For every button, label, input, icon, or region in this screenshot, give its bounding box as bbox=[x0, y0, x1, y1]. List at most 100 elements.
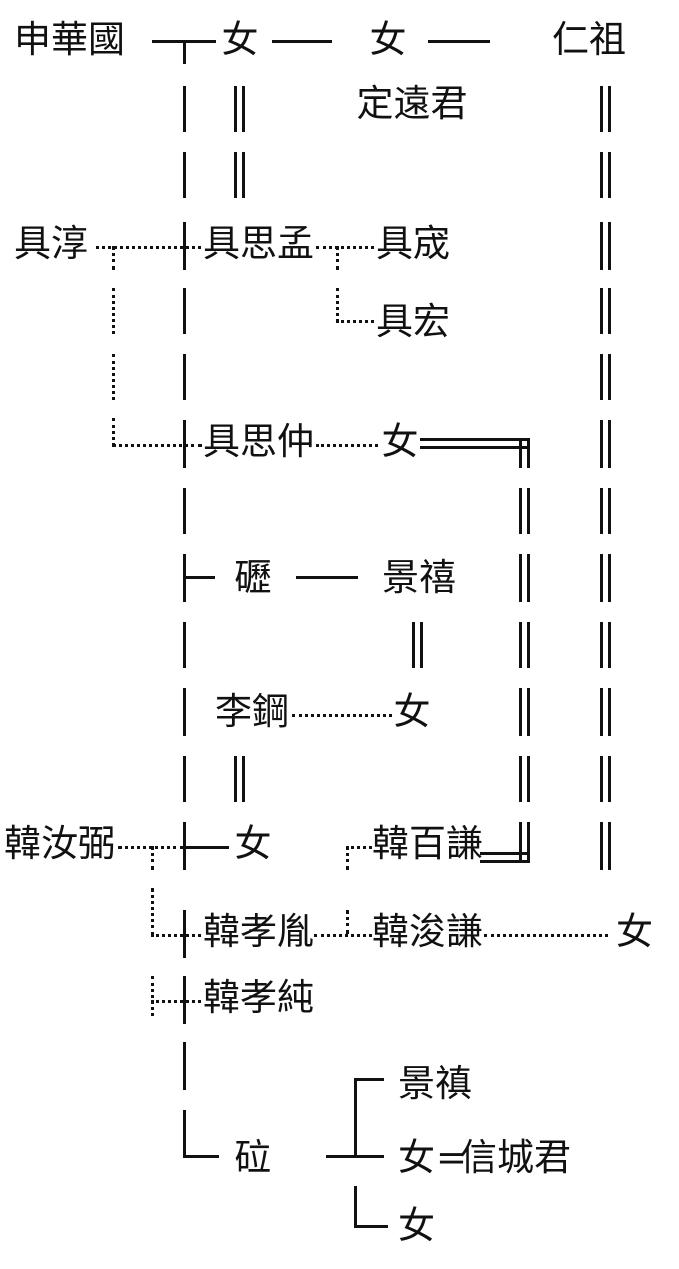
branch-gusamaeng-r4 bbox=[336, 288, 339, 322]
junction-vertical-han-r10 bbox=[183, 976, 186, 1024]
person-han-yeopil: 韓汝弼 bbox=[4, 822, 115, 865]
rail-gusajung-r7 bbox=[183, 688, 186, 736]
marriage-rail-injo-r5 bbox=[600, 420, 611, 468]
person-daughter-6: 女 bbox=[616, 910, 653, 953]
marriage-rail-daughter1-r2 bbox=[234, 86, 245, 132]
marriage-link-hanbaekgyeom-horizontal bbox=[480, 852, 530, 863]
rail-gusajung-r5b bbox=[183, 488, 186, 534]
junction-vertical-rip-children bbox=[354, 1078, 357, 1156]
branch-gusun-to-gusajung bbox=[112, 418, 115, 446]
marriage-equals-sign: = bbox=[436, 1136, 468, 1179]
rail-gusajung-r7b bbox=[183, 756, 186, 802]
link-igang-to-daughter4 bbox=[292, 714, 392, 717]
link-to-hanhyosun bbox=[151, 1000, 201, 1003]
branch-down-gusamaeng bbox=[336, 246, 339, 270]
link-daughter1-to-daughter2 bbox=[272, 40, 332, 43]
marriage-rail-injo-r7 bbox=[600, 688, 611, 736]
marriage-rail-daughter1-r2b bbox=[234, 152, 245, 198]
marriage-link-hanbaekgyeom-corner bbox=[519, 822, 530, 860]
person-daughter-2: 女 bbox=[369, 18, 407, 61]
marriage-rail-injo-r2 bbox=[600, 86, 611, 132]
junction-vertical-gu-r5 bbox=[183, 420, 186, 468]
link-to-daughter8 bbox=[354, 1225, 388, 1228]
link-to-hanbaekgyeom bbox=[346, 846, 372, 849]
person-shin-hwaguk: 申華國 bbox=[14, 18, 125, 61]
marriage-rail-injo-r5b bbox=[600, 488, 611, 534]
person-gyeonghui: 景禧 bbox=[382, 556, 456, 599]
branch-up-to-hanbaekgyeom bbox=[346, 910, 349, 934]
rail-han-r11 bbox=[183, 1042, 186, 1090]
link-hanhyoyun-to-hanjungyeom bbox=[314, 934, 372, 937]
link-to-hanhyoyun bbox=[151, 934, 201, 937]
marriage-rail-daughter4-r7b bbox=[234, 756, 245, 802]
person-gu-hong: 具宏 bbox=[376, 300, 450, 343]
link-gusun-to-gusajung-h bbox=[112, 444, 202, 447]
marriage-rail-daughter3-r6b bbox=[519, 622, 530, 668]
rail-gusajung-r6b bbox=[183, 622, 186, 668]
link-daughter2-to-injo bbox=[428, 40, 490, 43]
rail-hanyeopil-r10 bbox=[151, 976, 154, 1016]
marriage-rail-daughter3-r7 bbox=[519, 688, 530, 736]
person-jeongwongun: 定遠君 bbox=[356, 82, 468, 125]
branch-down-to-rip bbox=[183, 1110, 186, 1158]
branch-down-from-hanyeopil bbox=[151, 846, 154, 870]
marriage-link-daughter3-corner bbox=[519, 438, 530, 468]
marriage-rail-injo-r7b bbox=[600, 756, 611, 802]
person-injo: 仁祖 bbox=[552, 18, 626, 61]
marriage-rail-gyeonghui-r6b bbox=[412, 622, 423, 668]
rail-gu-junction-r4b bbox=[183, 354, 186, 400]
person-daughter-3: 女 bbox=[381, 420, 419, 463]
link-gusun-to-gusamaeng bbox=[96, 246, 201, 249]
person-daughter-5: 女 bbox=[234, 822, 272, 865]
person-ryeok: 礰 bbox=[234, 556, 272, 599]
rail-gusun-r4 bbox=[112, 288, 115, 334]
marriage-rail-daughter3-r6 bbox=[519, 554, 530, 602]
marriage-rail-injo-r3 bbox=[600, 222, 611, 270]
person-han-hyosun: 韓孝純 bbox=[203, 976, 314, 1019]
rail-gusun-r4b bbox=[112, 354, 115, 400]
marriage-rail-injo-r4b bbox=[600, 354, 611, 400]
link-junction-to-daughter5 bbox=[183, 846, 229, 849]
person-gu-samaeng: 具思孟 bbox=[203, 222, 314, 265]
person-daughter-7: 女 bbox=[398, 1136, 435, 1179]
branch-to-gyeongjin bbox=[354, 1078, 384, 1081]
person-han-hyoyun: 韓孝胤 bbox=[203, 910, 314, 953]
junction-vertical-gu-r3 bbox=[183, 222, 186, 270]
person-gu-sajung: 具思仲 bbox=[203, 420, 314, 463]
person-gyeongjin: 景禛 bbox=[398, 1062, 472, 1105]
rail-gu-junction-r4 bbox=[183, 288, 186, 334]
person-sinseonggun: 信城君 bbox=[460, 1136, 571, 1179]
person-daughter-8: 女 bbox=[398, 1204, 435, 1247]
link-gusamaeng-to-children bbox=[316, 246, 374, 249]
link-ryeok-to-gyeonghui bbox=[296, 576, 358, 579]
link-to-guhong bbox=[336, 320, 374, 323]
marriage-rail-injo-r2b bbox=[600, 152, 611, 198]
link-hanjungyeom-to-daughter6 bbox=[484, 934, 608, 937]
person-daughter-4: 女 bbox=[393, 690, 431, 733]
branch-down-to-daughter8 bbox=[354, 1186, 357, 1228]
person-gu-seong: 具宬 bbox=[376, 222, 450, 265]
marriage-rail-injo-r8 bbox=[600, 822, 611, 870]
link-rip-to-children bbox=[326, 1155, 384, 1158]
person-daughter-1: 女 bbox=[221, 18, 259, 61]
marriage-rail-injo-r6b bbox=[600, 622, 611, 668]
rail-gu-line-r2b bbox=[183, 152, 186, 198]
stub-down-from-shinhwaguk bbox=[183, 40, 186, 64]
junction-vertical-han-r9 bbox=[183, 910, 186, 958]
marriage-rail-injo-r4 bbox=[600, 288, 611, 334]
person-han-jungyeom: 韓浚謙 bbox=[372, 910, 483, 953]
branch-down-from-gusun bbox=[112, 246, 115, 270]
branch-to-ryeok bbox=[183, 576, 215, 579]
person-han-baekgyeom: 韓百謙 bbox=[372, 822, 483, 865]
person-rip: 砬 bbox=[234, 1136, 272, 1179]
person-gu-sun: 具淳 bbox=[14, 222, 88, 265]
link-to-rip bbox=[183, 1155, 219, 1158]
rail-gu-line-r2 bbox=[183, 86, 186, 132]
marriage-rail-injo-r6 bbox=[600, 554, 611, 602]
link-gusajung-to-daughter3 bbox=[316, 444, 378, 447]
marriage-link-daughter3-horizontal bbox=[420, 438, 530, 449]
branch-down-to-hanhyoyun bbox=[346, 846, 349, 870]
marriage-rail-hanbaekgyeom-r7b bbox=[519, 756, 530, 802]
rail-hanyeopil-r9 bbox=[151, 888, 154, 936]
